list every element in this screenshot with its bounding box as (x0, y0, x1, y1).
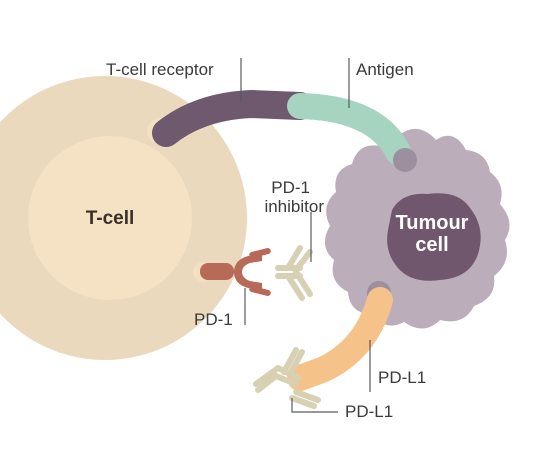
t-cell-nucleus (28, 136, 192, 300)
pd1-upper-prong (249, 248, 271, 258)
t-cell-receptor-label: T-cell receptor (106, 60, 214, 79)
t-cell-receptor (152, 89, 314, 147)
leader-pd-l1-bottom (291, 398, 338, 413)
pd1-inhibitor-label-line2: inhibitor (264, 197, 324, 216)
pd1-stem (200, 263, 234, 280)
pd1-inhibitor-label: PD-1 inhibitor (240, 178, 324, 216)
antigen-socket (393, 148, 417, 172)
pd-l1-antibody (253, 347, 321, 409)
pd1-inhibitor-antibody (275, 245, 313, 301)
antigen (287, 93, 411, 165)
pd-l1-bottom-label: PD-L1 (345, 402, 394, 421)
pd1-label: PD-1 (194, 310, 233, 329)
tumour-cell-label-line1: Tumour (395, 212, 469, 234)
tumour-cell-nucleus (387, 193, 481, 281)
pd1-head (234, 254, 262, 290)
tumour-cell-label: Tumour cell (392, 212, 472, 256)
pd-l1-ligand (287, 287, 393, 391)
t-cell-label: T-cell (85, 208, 135, 229)
pd-l1-ligand-label: PD-L1 (378, 368, 427, 387)
pd1-inhibitor-label-line1: PD-1 (271, 178, 310, 197)
antigen-label: Antigen (356, 60, 414, 79)
pd1-lower-prong (249, 286, 271, 296)
tumour-cell-label-line2: cell (415, 234, 449, 256)
